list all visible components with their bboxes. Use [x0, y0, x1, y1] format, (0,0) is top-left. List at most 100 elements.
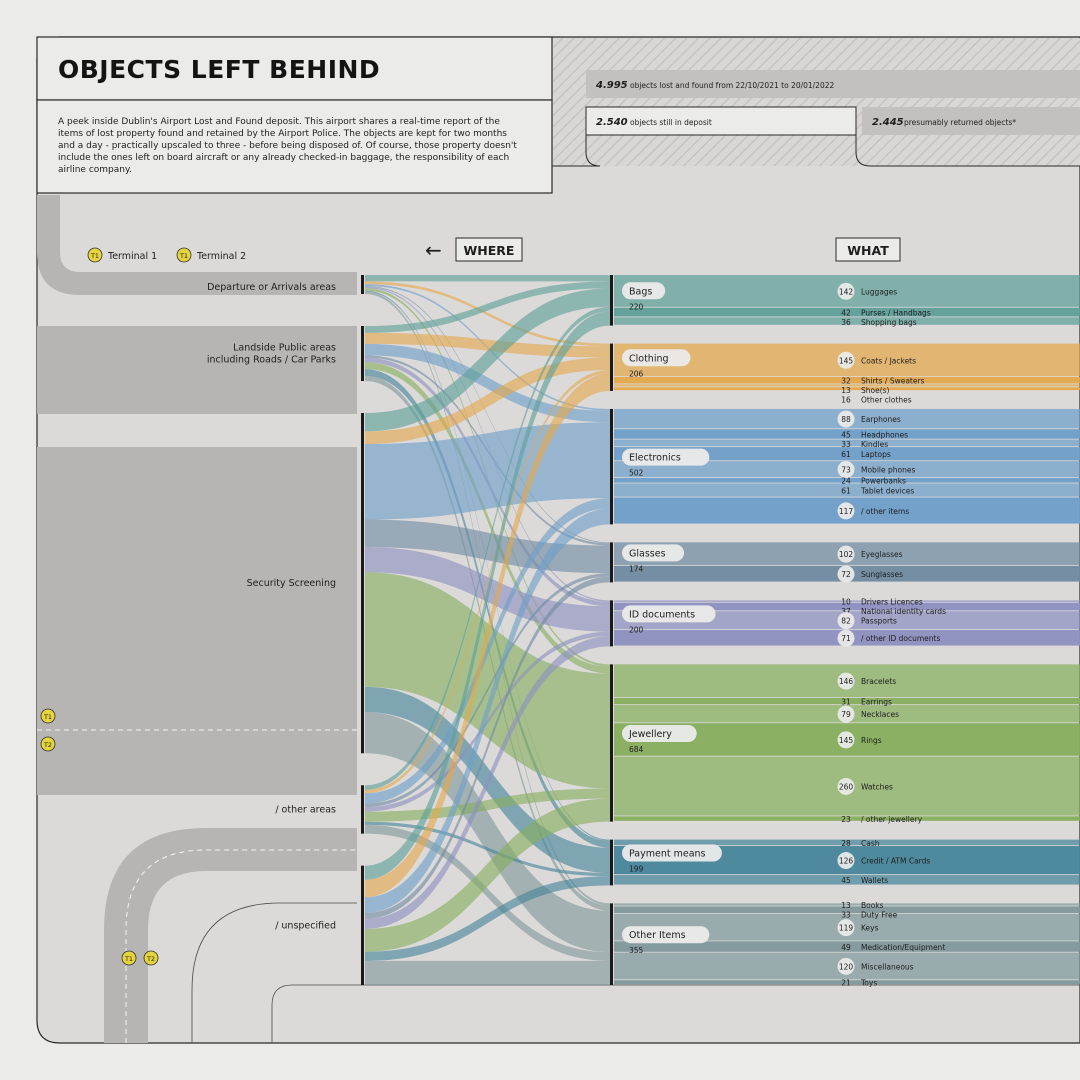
item-label-credit-atm-cards: Credit / ATM Cards — [861, 857, 930, 866]
security-t2-text: T2 — [43, 741, 52, 749]
item-count: 32 — [841, 377, 851, 386]
item-label-toys: Toys — [860, 979, 877, 988]
security-area-block — [37, 447, 357, 795]
other-areas-road — [104, 828, 357, 1043]
road-t2-text: T2 — [146, 955, 155, 963]
item-band-laptops — [614, 447, 1080, 461]
description: A peek inside Dublin's Airport Lost and … — [58, 117, 517, 175]
source-node-landside-public-areas-including-roads-car-parks — [361, 326, 364, 382]
where-label: WHERE — [464, 243, 515, 258]
item-count: 71 — [841, 634, 851, 643]
item-count: 73 — [841, 466, 851, 475]
item-count: 45 — [841, 876, 851, 885]
item-count: 13 — [841, 386, 851, 395]
flow-unspecified-to-electronics — [365, 508, 610, 914]
item-count: 88 — [841, 415, 851, 424]
category-label: Glasses — [629, 548, 666, 559]
item-label-other-id-documents: / other ID documents — [861, 634, 940, 643]
flow-departure-or-arrivals-areas-to-bags — [365, 275, 610, 282]
description-line: airline company. — [58, 165, 132, 175]
item-count: 145 — [839, 356, 854, 365]
what-box — [835, 237, 901, 262]
item-count-badge — [837, 565, 855, 583]
item-count: 10 — [841, 598, 851, 607]
description-line: A peek inside Dublin's Airport Lost and … — [58, 117, 500, 127]
unspecified-outline — [191, 902, 357, 1043]
flow-other-areas-to-id-documents — [365, 631, 610, 812]
item-label-medication-equipment: Medication/Equipment — [861, 943, 945, 952]
flow-other-areas-to-other-items — [365, 824, 610, 961]
item-count: 33 — [841, 910, 851, 919]
item-count-badge — [837, 461, 855, 479]
category-pill-jewellery — [622, 724, 697, 742]
category-pill-clothing — [622, 349, 691, 367]
returned-connector — [855, 135, 1080, 167]
category-node-electronics — [610, 408, 613, 525]
item-band-shirts-sweaters — [614, 376, 1080, 384]
item-label-mobile-phones: Mobile phones — [861, 466, 915, 475]
flow-unspecified-to-bags — [365, 311, 610, 880]
where-arrow: ← — [425, 238, 442, 262]
deposit-connector — [552, 135, 601, 167]
stats-hatch-area — [553, 38, 1080, 166]
item-label-books: Books — [861, 901, 884, 910]
item-label-cash: Cash — [861, 839, 880, 848]
item-count: 23 — [841, 815, 851, 824]
item-band-tablet-devices — [614, 483, 1080, 497]
item-label-duty-free: Duty Free — [861, 910, 898, 919]
flow-security-screening-to-electronics — [365, 422, 610, 520]
item-label-luggages: Luggages — [861, 287, 897, 296]
category-node-glasses — [610, 542, 613, 583]
flow-unspecified-to-id-documents — [365, 636, 610, 929]
item-count-badge — [837, 852, 855, 870]
category-label: ID documents — [629, 609, 695, 620]
item-label-national-identity-cards: National identity cards — [861, 607, 946, 616]
category-pill-other-items — [622, 926, 710, 944]
item-band-headphones — [614, 429, 1080, 439]
item-band-medication-equipment — [614, 941, 1080, 952]
item-label-shopping-bags: Shopping bags — [861, 318, 917, 327]
category-pill-id-documents — [622, 605, 716, 623]
source-node-unspecified — [361, 865, 364, 985]
flow-other-areas-to-payment-means — [365, 821, 610, 877]
source-node-departure-or-arrivals-areas — [361, 275, 364, 295]
item-label-laptops: Laptops — [861, 450, 891, 459]
item-band-books — [614, 903, 1080, 906]
item-count: 79 — [841, 710, 851, 719]
category-total: 684 — [629, 745, 644, 754]
flow-other-areas-to-clothing — [365, 370, 610, 794]
item-label-bracelets: Bracelets — [861, 677, 896, 686]
category-label: Jewellery — [628, 729, 672, 740]
item-label-necklaces: Necklaces — [861, 710, 899, 719]
item-label-watches: Watches — [861, 782, 893, 791]
item-label-shoe-s: Shoe(s) — [861, 386, 890, 395]
deposit-label: objects still in deposit — [630, 118, 712, 127]
item-band-drivers-licences — [614, 600, 1080, 602]
source-label: Departure or Arrivals areas — [207, 282, 336, 293]
item-count: 37 — [841, 607, 851, 616]
category-node-id-documents — [610, 600, 613, 647]
item-count: 126 — [839, 857, 854, 866]
item-count: 16 — [841, 396, 851, 405]
item-label-miscellaneous: Miscellaneous — [861, 962, 914, 971]
flow-other-areas-to-electronics — [365, 498, 610, 804]
road-t1-badge — [121, 950, 137, 966]
flow-departure-or-arrivals-areas-to-clothing — [365, 281, 610, 347]
item-count: 82 — [841, 617, 851, 626]
where-box — [455, 237, 523, 262]
flow-unspecified-to-jewellery — [365, 798, 610, 952]
item-count-badge — [837, 502, 855, 520]
map-badges: T1 T2 T1 T2 — [40, 708, 159, 966]
category-node-other-items — [610, 903, 613, 985]
item-band-shoe-s — [614, 384, 1080, 387]
total-value: 4.995 — [595, 80, 628, 91]
item-count: 24 — [841, 477, 851, 486]
item-count-badge — [837, 629, 855, 647]
item-count-badge — [837, 777, 855, 795]
category-total: 174 — [629, 564, 644, 573]
item-label-keys: Keys — [861, 924, 879, 933]
flow-other-areas-to-bags — [365, 306, 610, 790]
item-count: 42 — [841, 308, 851, 317]
description-box — [36, 99, 553, 194]
source-label: / unspecified — [275, 920, 336, 931]
